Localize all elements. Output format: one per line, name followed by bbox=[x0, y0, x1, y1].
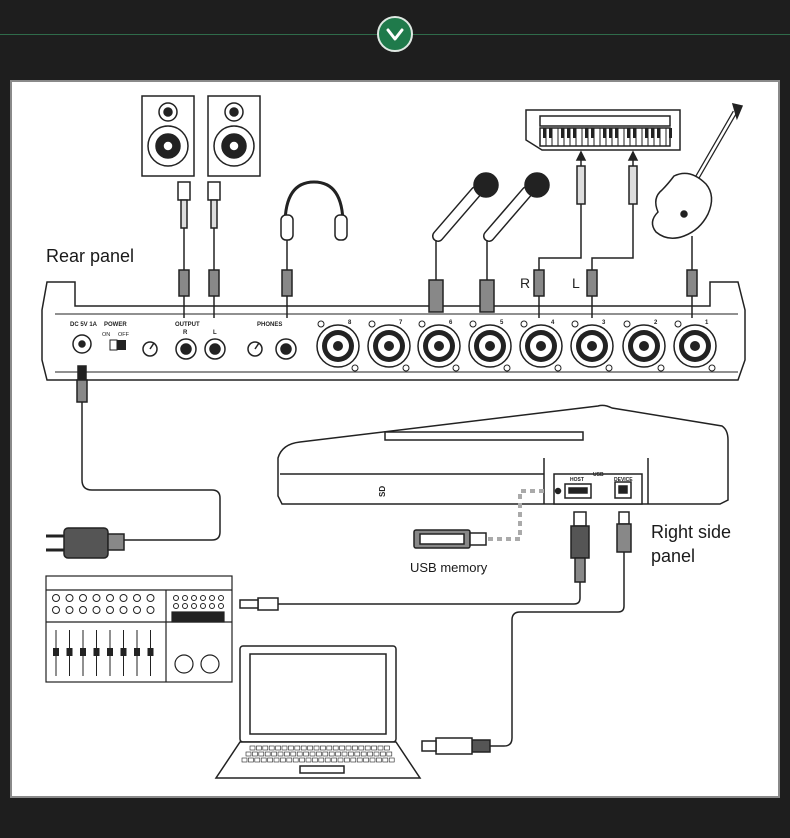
dc-cable bbox=[76, 365, 221, 541]
speaker-icon bbox=[141, 95, 195, 177]
power-switch bbox=[109, 339, 126, 351]
output-jack-r bbox=[175, 338, 197, 360]
usb-device-label: DEVICE bbox=[614, 477, 633, 483]
scroll-down-badge[interactable] bbox=[377, 16, 413, 52]
input-number-label: 3 bbox=[602, 320, 606, 326]
usb-device-cable bbox=[421, 511, 632, 755]
speaker-cables bbox=[177, 181, 221, 318]
channel-r-label: R bbox=[520, 275, 530, 291]
mixer-strips bbox=[52, 594, 224, 676]
input-jack-3 bbox=[570, 320, 614, 372]
input-jack-2 bbox=[622, 320, 666, 372]
usb-stick-icon bbox=[413, 529, 487, 549]
dc-input-label: DC 5V 1A bbox=[70, 322, 98, 328]
guitar-icon bbox=[651, 102, 744, 318]
input-number-label: 6 bbox=[449, 320, 453, 326]
input-number-label: 1 bbox=[705, 320, 709, 326]
input-jack-6 bbox=[417, 320, 461, 372]
phones-knob bbox=[247, 341, 263, 357]
chevron-down-icon bbox=[386, 28, 404, 41]
dc-jack bbox=[72, 334, 92, 354]
input-jack-1 bbox=[673, 320, 717, 372]
power-adapter-icon bbox=[46, 527, 125, 559]
input-jack-5 bbox=[468, 320, 512, 372]
input-number-label: 7 bbox=[399, 320, 403, 326]
keyboard-cables bbox=[533, 150, 639, 318]
headphones-icon bbox=[280, 180, 348, 318]
phones-jack bbox=[275, 338, 297, 360]
keyboard-keys bbox=[539, 128, 672, 146]
input-number-label: 2 bbox=[654, 320, 658, 326]
output-label: OUTPUT bbox=[175, 322, 200, 328]
input-number-label: 4 bbox=[551, 320, 555, 326]
usb-host-label: HOST bbox=[570, 477, 584, 483]
channel-l-label: L bbox=[572, 275, 580, 291]
output-l-label: L bbox=[213, 330, 217, 336]
speaker-icon bbox=[207, 95, 261, 177]
power-label: POWER bbox=[104, 322, 127, 328]
usb-host-cable bbox=[239, 511, 590, 611]
usb-label: USB bbox=[593, 472, 604, 478]
usb-memory-link bbox=[488, 489, 548, 541]
sd-logo: SD bbox=[378, 486, 387, 497]
power-off-label: OFF bbox=[118, 332, 130, 338]
input-number-label: 8 bbox=[348, 320, 352, 326]
recorder-side-view bbox=[277, 404, 729, 505]
right-side-panel-label-line1: Right side bbox=[651, 522, 731, 542]
laptop-icon bbox=[214, 645, 422, 779]
input-jacks: 8 7 6 5 4 3 2 1 bbox=[316, 320, 717, 372]
input-jack-8 bbox=[316, 320, 360, 372]
mixer-icon bbox=[45, 575, 233, 683]
microphone-icon bbox=[428, 172, 499, 313]
output-jack-l bbox=[204, 338, 226, 360]
input-jack-7 bbox=[367, 320, 411, 372]
power-on-label: ON bbox=[102, 332, 110, 338]
laptop-keys bbox=[241, 745, 395, 763]
rear-panel-label: Rear panel bbox=[46, 246, 134, 266]
right-side-panel-label-line2: panel bbox=[651, 546, 695, 566]
usb-memory-label: USB memory bbox=[410, 560, 488, 575]
output-knob bbox=[142, 341, 158, 357]
microphone-icon bbox=[479, 172, 550, 313]
output-r-label: R bbox=[183, 330, 188, 336]
phones-label: PHONES bbox=[257, 322, 282, 328]
input-number-label: 5 bbox=[500, 320, 504, 326]
input-jack-4 bbox=[519, 320, 563, 372]
